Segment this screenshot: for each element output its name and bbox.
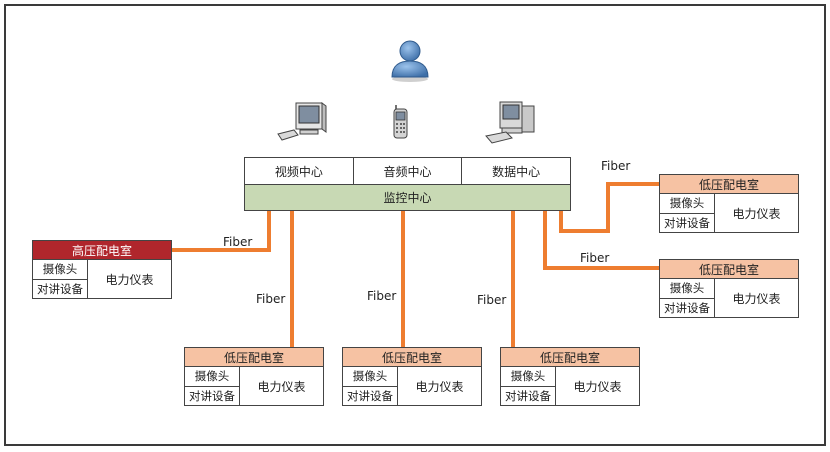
fiber-label: Fiber [477,293,507,307]
camera-cell: 摄像头 [185,367,239,387]
room-title: 低压配电室 [501,348,639,367]
intercom-cell: 对讲设备 [664,215,710,230]
intercom-cell: 对讲设备 [505,388,551,403]
power-meter-cell: 电力仪表 [105,272,154,287]
link-to-low-room-right-mid [543,208,660,270]
room-title: 低压配电室 [660,260,798,279]
low-voltage-room-bottom-1: 低压配电室 摄像头 对讲设备 电力仪表 [184,347,324,406]
power-meter-cell: 电力仪表 [415,379,464,394]
camera-cell: 摄像头 [343,367,397,387]
link-to-low-room-right-top [559,182,660,233]
link-to-high-room [171,208,271,252]
room-title: 高压配电室 [33,241,171,260]
audio-center-cell: 音频中心 [354,158,463,184]
power-meter-cell: 电力仪表 [732,206,781,221]
intercom-cell: 对讲设备 [664,300,710,315]
camera-cell: 摄像头 [33,260,87,280]
high-voltage-room: 高压配电室 摄像头 对讲设备 电力仪表 [32,240,172,299]
low-voltage-room-right-top: 低压配电室 摄像头 对讲设备 电力仪表 [659,174,799,233]
computer-icon [485,101,535,144]
camera-cell: 摄像头 [660,279,714,299]
power-meter-cell: 电力仪表 [573,379,622,394]
room-title: 低压配电室 [660,175,798,194]
computer-icon [277,102,327,141]
power-meter-cell: 电力仪表 [257,379,306,394]
fiber-label: Fiber [580,251,610,265]
fiber-label: Fiber [367,289,397,303]
mobile-phone-icon [393,105,408,139]
camera-cell: 摄像头 [660,194,714,214]
hub-top-row: 视频中心 音频中心 数据中心 [245,158,570,185]
data-center-cell: 数据中心 [492,164,541,179]
low-voltage-room-bottom-3: 低压配电室 摄像头 对讲设备 电力仪表 [500,347,640,406]
room-title: 低压配电室 [185,348,323,367]
low-voltage-room-bottom-2: 低压配电室 摄像头 对讲设备 电力仪表 [342,347,482,406]
fiber-label: Fiber [223,235,253,249]
camera-cell: 摄像头 [501,367,555,387]
intercom-cell: 对讲设备 [347,388,393,403]
user-icon [391,40,429,82]
intercom-cell: 对讲设备 [37,281,83,296]
power-meter-cell: 电力仪表 [732,291,781,306]
room-title: 低压配电室 [343,348,481,367]
fiber-label: Fiber [601,159,631,173]
low-voltage-room-right-mid: 低压配电室 摄像头 对讲设备 电力仪表 [659,259,799,318]
intercom-cell: 对讲设备 [189,388,235,403]
video-center-cell: 视频中心 [245,158,354,184]
monitoring-center-title: 监控中心 [245,185,570,210]
monitoring-center-block: 视频中心 音频中心 数据中心 监控中心 [244,157,571,211]
fiber-label: Fiber [256,292,286,306]
